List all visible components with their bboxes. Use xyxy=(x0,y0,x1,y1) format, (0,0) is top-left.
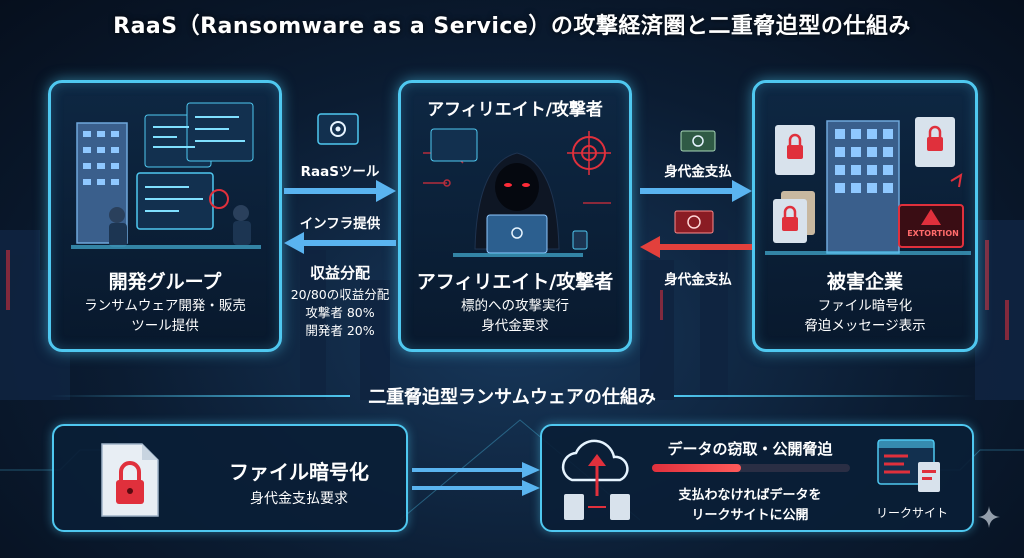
hacker-illustration xyxy=(423,128,611,257)
page-title: RaaS（Ransomware as a Service）の攻撃経済圏と二重脅迫… xyxy=(113,14,911,39)
victim-line2: 脅迫メッセージ表示 xyxy=(804,318,926,334)
developer-line1: ランサムウェア開発・販売 xyxy=(84,298,246,314)
revenue-split: 20/80の収益分配 xyxy=(290,287,390,302)
banner-line-right xyxy=(673,395,975,397)
ransom-pay-top-arrow xyxy=(640,180,752,202)
ransom-pay-bottom-label: 身代金支払 xyxy=(664,272,732,288)
victim-line1: ファイル暗号化 xyxy=(817,298,913,314)
sparkle-icon xyxy=(978,506,1000,528)
victim-heading: 被害企業 xyxy=(826,271,903,293)
leak-heading: データの窃取・公開脅迫 xyxy=(667,440,833,458)
encryption-to-leak-arrows xyxy=(412,462,540,496)
affiliate-panel: アフィリエイト/攻撃者 アフィリエイト/攻撃者 標的への攻撃実行 身代金要求 xyxy=(398,80,632,352)
revenue-title: 収益分配 xyxy=(309,264,370,282)
developer-heading: 開発グループ xyxy=(108,271,222,293)
encryption-panel: ファイル暗号化 身代金支払要求 xyxy=(52,424,408,532)
infra-label: インフラ提供 xyxy=(299,216,381,232)
leak-progress-fill xyxy=(652,464,742,472)
leak-line1: 支払わなければデータを xyxy=(678,488,822,503)
developer-line2: ツール提供 xyxy=(131,318,199,334)
developer-panel: 開発グループ ランサムウェア開発・販売 ツール提供 xyxy=(48,80,282,352)
encryption-sub: 身代金支払要求 xyxy=(250,491,348,507)
revenue-developer: 開発者 20% xyxy=(305,323,375,338)
ransom-pay-top-label: 身代金支払 xyxy=(664,164,732,180)
leak-line2: リークサイトに公開 xyxy=(691,508,809,523)
double-extortion-banner: 二重脅迫型ランサムウェアの仕組み xyxy=(50,381,975,411)
developer-illustration xyxy=(71,102,261,249)
affiliate-line1: 標的への攻撃実行 xyxy=(461,298,569,314)
leak-progress-track xyxy=(652,464,850,472)
cloud-upload-icon xyxy=(561,439,630,520)
banner-title: 二重脅迫型ランサムウェアの仕組み xyxy=(368,387,656,408)
ransom-money-icon xyxy=(674,210,714,234)
infra-arrow xyxy=(284,232,396,254)
victim-illustration xyxy=(765,117,971,255)
victim-panel: EXTORTION 被害企業 ファイル暗号化 脅迫メッセージ表示 xyxy=(752,80,978,352)
leak-site-label: リークサイト xyxy=(875,506,948,520)
leak-site-icon xyxy=(877,439,940,492)
tool-gear-icon xyxy=(317,113,359,145)
affiliate-heading: アフィリエイト/攻撃者 xyxy=(416,271,614,293)
locked-file-icon xyxy=(101,443,159,517)
affiliate-line2: 身代金要求 xyxy=(481,318,549,334)
ransom-pay-bottom-arrow xyxy=(640,236,752,258)
raas-tool-label: RaaSツール xyxy=(300,164,380,180)
money-icon xyxy=(680,130,716,152)
extortion-sign: EXTORTION xyxy=(907,229,959,238)
encryption-heading: ファイル暗号化 xyxy=(229,460,369,484)
revenue-attacker: 攻撃者 80% xyxy=(305,305,375,320)
affiliate-top-label: アフィリエイト/攻撃者 xyxy=(427,100,603,120)
leak-panel: データの窃取・公開脅迫 支払わなければデータを リークサイトに公開 リークサイト xyxy=(540,424,974,532)
raas-tool-arrow xyxy=(284,180,396,202)
banner-line-left xyxy=(50,395,351,397)
